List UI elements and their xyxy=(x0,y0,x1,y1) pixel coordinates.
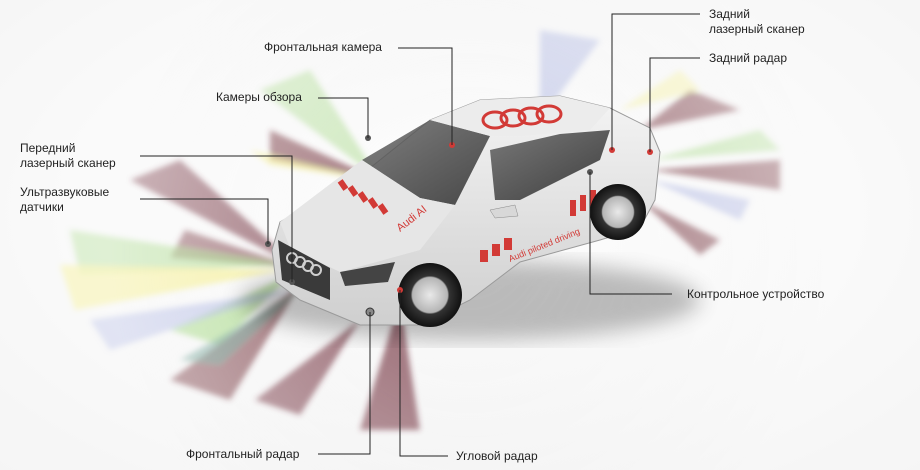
leader-front-radar xyxy=(318,312,371,455)
side-mirror xyxy=(489,204,519,219)
label-ultrasonic-sensors: Ультразвуковые датчики xyxy=(20,185,110,214)
leader-rear-laser-scanner xyxy=(611,13,700,150)
leader-rear-radar xyxy=(649,57,700,152)
hood xyxy=(280,160,455,272)
leader-lines xyxy=(140,13,700,457)
hood-stripes xyxy=(337,179,596,262)
label-front-camera: Фронтальная камера xyxy=(264,40,382,54)
label-rear-laser-scanner: Задний лазерный сканер xyxy=(709,7,805,36)
leader-corner-radar xyxy=(399,290,448,457)
label-control-unit: Контрольное устройство xyxy=(687,287,825,301)
rear-wheel xyxy=(590,184,646,240)
leader-control-unit xyxy=(589,172,672,295)
label-corner-radar: Угловой радар xyxy=(456,449,538,463)
leader-surround-cameras xyxy=(318,97,369,138)
leader-front-camera xyxy=(398,47,453,145)
side-window xyxy=(490,130,610,200)
label-front-radar: Фронтальный радар xyxy=(186,447,300,461)
leader-front-laser-scanner xyxy=(140,155,293,282)
headlight xyxy=(340,262,395,286)
windshield xyxy=(362,120,490,205)
label-rear-radar: Задний радар xyxy=(709,51,787,65)
label-front-laser-scanner: Передний лазерный сканер xyxy=(20,141,116,170)
label-surround-cameras: Камеры обзора xyxy=(216,90,302,104)
leader-ultrasonic xyxy=(140,198,269,244)
roof-rings-decal xyxy=(481,104,563,130)
front-wheel xyxy=(398,263,462,327)
